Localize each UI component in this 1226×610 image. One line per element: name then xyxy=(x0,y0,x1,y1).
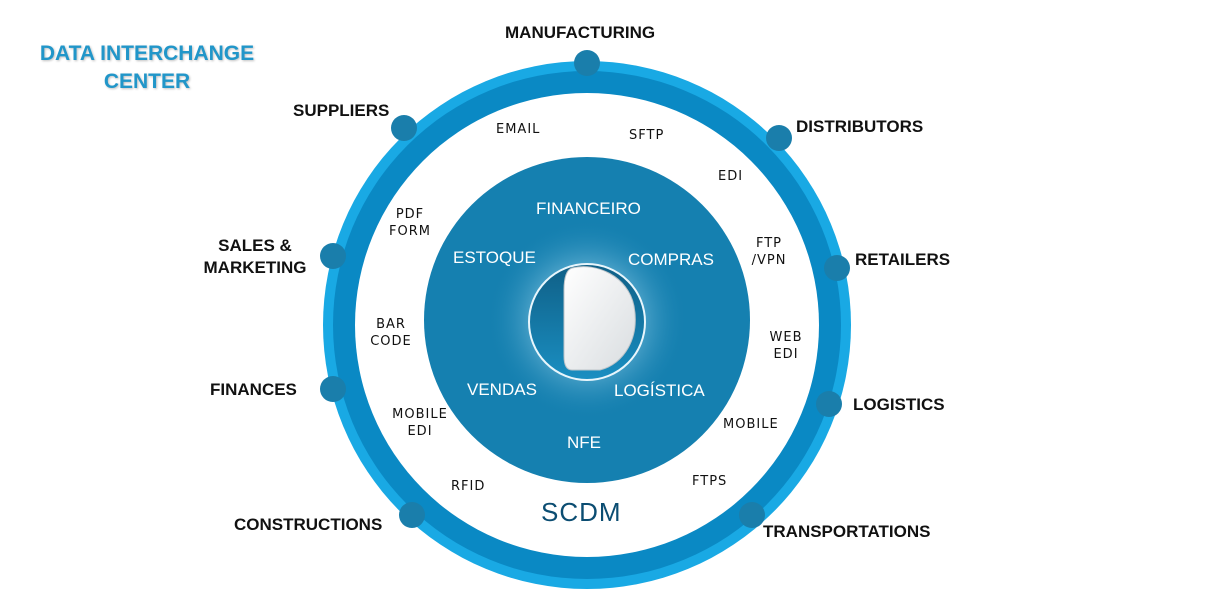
label-constructions: CONSTRUCTIONS xyxy=(234,515,383,534)
label-sales-line-1: SALES & xyxy=(218,236,292,255)
label-sales-line-2: MARKETING xyxy=(203,258,307,277)
node-sales-marketing xyxy=(320,243,346,269)
module-logistica: LOGÍSTICA xyxy=(614,381,705,400)
node-distributors xyxy=(766,125,792,151)
protocol-pdf-form: PDF FORM xyxy=(388,206,432,240)
node-manufacturing xyxy=(574,50,600,76)
protocol-ftp-line-2: /VPN xyxy=(751,253,787,268)
label-distributors: DISTRIBUTORS xyxy=(796,117,924,136)
protocol-bar-code: BAR CODE xyxy=(367,316,415,350)
brand-label: SCDM xyxy=(541,497,622,527)
label-transportations: TRANSPORTATIONS xyxy=(763,522,931,541)
protocol-edi: EDI xyxy=(718,169,744,184)
protocol-sftp: SFTP xyxy=(629,128,665,143)
protocol-web-line-1: WEB xyxy=(769,330,803,345)
module-financeiro: FINANCEIRO xyxy=(536,199,641,218)
module-compras: COMPRAS xyxy=(628,250,714,269)
protocol-web-edi: WEB EDI xyxy=(765,329,807,363)
protocol-bar-line-2: CODE xyxy=(370,334,412,349)
protocol-ftp-vpn: FTP /VPN xyxy=(748,235,790,269)
protocol-pdf-line-2: FORM xyxy=(389,224,431,239)
label-suppliers: SUPPLIERS xyxy=(293,101,390,120)
protocol-mobile-edi-line-1: MOBILE xyxy=(392,407,448,422)
node-finances xyxy=(320,376,346,402)
protocol-ftp-line-1: FTP xyxy=(755,236,783,251)
protocol-bar-line-1: BAR xyxy=(376,317,406,332)
module-estoque: ESTOQUE xyxy=(453,248,536,267)
protocol-mobile: MOBILE xyxy=(723,417,779,432)
protocol-mobile-edi-line-2: EDI xyxy=(407,424,433,439)
title-line-2: CENTER xyxy=(103,70,191,93)
label-sales-marketing: SALES & MARKETING xyxy=(199,235,311,279)
protocol-rfid: RFID xyxy=(451,479,486,494)
label-logistics: LOGISTICS xyxy=(853,395,945,414)
protocol-web-line-2: EDI xyxy=(773,347,799,362)
module-vendas: VENDAS xyxy=(467,380,537,399)
node-constructions xyxy=(399,502,425,528)
protocol-pdf-line-1: PDF xyxy=(395,207,425,222)
core-shield xyxy=(563,266,636,371)
protocol-ftps: FTPS xyxy=(692,474,728,489)
node-retailers xyxy=(824,255,850,281)
node-transportations xyxy=(739,502,765,528)
page-title: DATA INTERCHANGE CENTER xyxy=(26,40,268,96)
protocol-mobile-edi: MOBILE EDI xyxy=(389,406,451,440)
label-manufacturing: MANUFACTURING xyxy=(505,23,656,42)
module-nfe: NFE xyxy=(567,433,601,452)
title-line-1: DATA INTERCHANGE xyxy=(39,42,255,65)
protocol-email: EMAIL xyxy=(496,122,541,137)
label-finances: FINANCES xyxy=(210,380,297,399)
node-logistics xyxy=(816,391,842,417)
label-retailers: RETAILERS xyxy=(855,250,951,269)
node-suppliers xyxy=(391,115,417,141)
